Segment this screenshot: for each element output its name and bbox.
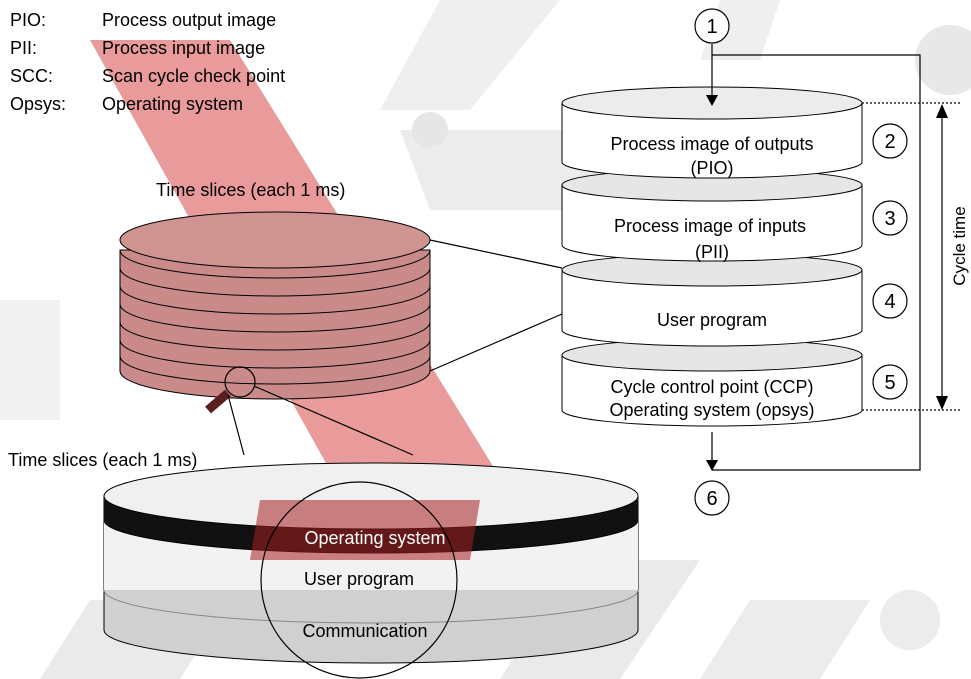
magnifier-icon	[205, 366, 414, 456]
cycle-loop	[711, 44, 921, 471]
time-slices-top-label: Time slices (each 1 ms)	[156, 180, 345, 200]
step-markers: 1 2 3 4 5 6	[694, 8, 908, 516]
cycle-time-label: Cycle time	[950, 206, 969, 285]
pii-label-line1: Process image of inputs	[614, 216, 806, 236]
marker-circle-5	[872, 364, 908, 400]
arrow-down-top	[706, 95, 718, 106]
disk-operating-system-label: Operating system	[304, 528, 445, 548]
cycle-time-arrow-up	[936, 104, 948, 118]
legend-abbr-scc: SCC:	[10, 66, 53, 86]
legend-abbr-opsys: Opsys:	[10, 94, 66, 114]
legend-text-pii: Process input image	[102, 38, 265, 58]
legend-text-scc: Scan cycle check point	[102, 66, 285, 86]
marker-4: 4	[884, 291, 895, 313]
pii-label-line2: (PII)	[695, 242, 729, 262]
legend-text-pio: Process output image	[102, 10, 276, 30]
stack-connector-lines	[429, 239, 563, 372]
marker-circle-4	[872, 283, 908, 319]
ccp-label-line2: Operating system (opsys)	[609, 400, 814, 420]
disk-user-program-label: User program	[304, 569, 414, 589]
cycle-time-dimension	[862, 102, 960, 411]
marker-circle-2	[872, 123, 908, 159]
arrow-down-bottom	[706, 460, 718, 471]
marker-2: 2	[884, 131, 895, 153]
pio-label-line1: Process image of outputs	[610, 134, 813, 154]
legend: PIO: Process output image PII: Process i…	[10, 10, 285, 114]
time-slices-bottom-label: Time slices (each 1 ms)	[8, 450, 197, 470]
user-program-label: User program	[657, 310, 767, 330]
marker-circle-1	[694, 8, 730, 44]
marker-3: 3	[884, 208, 895, 230]
marker-circle-6	[694, 480, 730, 516]
cycle-time-arrow-down	[936, 396, 948, 410]
ccp-label-line1: Cycle control point (CCP)	[610, 377, 813, 397]
marker-5: 5	[884, 372, 895, 394]
watermark-overlay	[250, 500, 480, 560]
zoom-circle	[260, 481, 458, 679]
legend-abbr-pii: PII:	[10, 38, 37, 58]
time-slice-stack	[119, 211, 431, 400]
marker-6: 6	[706, 488, 717, 510]
disk-communication-label: Communication	[302, 621, 427, 641]
marker-1: 1	[706, 16, 717, 38]
pio-label-line2: (PIO)	[691, 158, 734, 178]
marker-circle-3	[872, 200, 908, 236]
legend-abbr-pio: PIO:	[10, 10, 46, 30]
legend-text-opsys: Operating system	[102, 94, 243, 114]
